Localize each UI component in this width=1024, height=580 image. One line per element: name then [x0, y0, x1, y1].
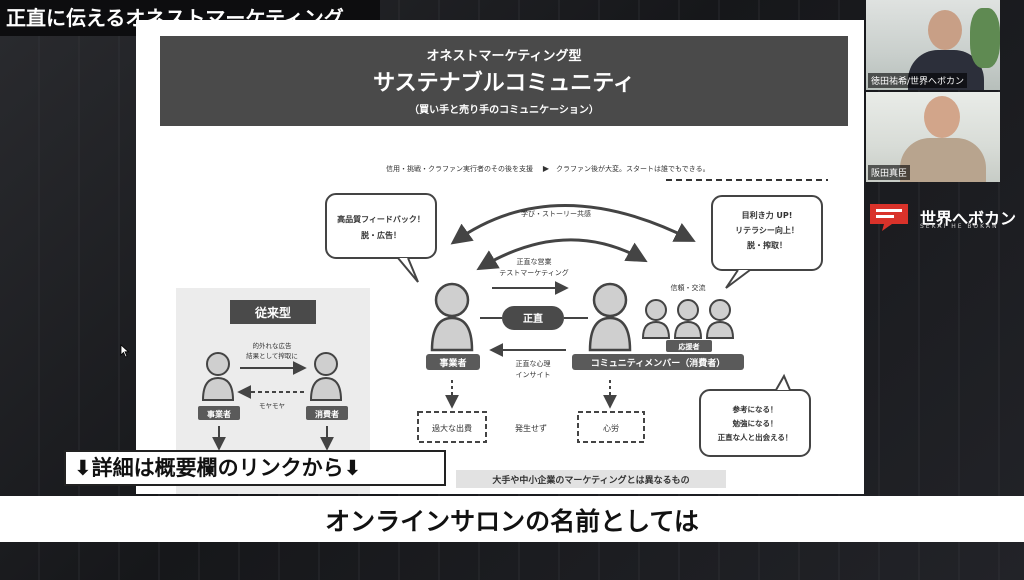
- member-person-icon: [588, 282, 632, 352]
- link-banner: ⬇詳細は概要欄のリンクから⬇: [64, 450, 446, 486]
- participant-name-1: 徳田祐希/世界へボカン: [868, 73, 968, 88]
- caption-band: [0, 496, 1024, 542]
- brand-logo: 世界へボカン SEKAI HE BOKAN: [868, 200, 1018, 232]
- legacy-consumer-icon: [309, 352, 343, 401]
- box-left: [417, 411, 487, 443]
- legacy-title: 従来型: [254, 305, 291, 320]
- brand-logo-icon: [870, 204, 908, 231]
- mouse-cursor-icon: [120, 344, 130, 358]
- honest-label: 正直: [523, 312, 543, 325]
- top-note-right: クラファン後が大変。スタートは誰でもできる。: [556, 164, 710, 173]
- no-occur-text: 発生せず: [515, 423, 547, 433]
- arc-top-label: 学び・ストーリー共感: [521, 209, 591, 218]
- slide-header-large: サステナブルコミュニティ: [373, 70, 635, 96]
- box-right-text: 心労: [603, 423, 619, 433]
- slide-header-small: オネストマーケティング型: [427, 48, 582, 64]
- business-person-icon: [430, 282, 474, 352]
- legacy-arrow1-line1: 的外れな広告: [253, 341, 293, 350]
- box-right: [577, 411, 645, 443]
- trust-label: 信頼・交流: [671, 283, 706, 292]
- arc-arrow-inner: [476, 238, 648, 271]
- participant-panel: 徳田祐希/世界へボカン 阪田真臣: [866, 0, 1000, 190]
- top-note-arrow: ▶: [543, 164, 550, 173]
- bubble-bottom: [699, 389, 811, 457]
- slide-header-sub: （買い手と売り手のコミュニケーション）: [409, 103, 599, 116]
- insight-label1: 正直な心理: [516, 359, 551, 368]
- bubble-right: [711, 195, 823, 271]
- business-label: 事業者: [439, 357, 466, 369]
- participant-video-1[interactable]: 徳田祐希/世界へボカン: [866, 0, 1000, 90]
- legacy-arrow1-line2: 結果として搾取に: [246, 351, 298, 360]
- bubble-bottom-tail: [775, 373, 791, 391]
- honest-pill: [502, 306, 564, 330]
- slide-footer: 大手や中小企業のマーケティングとは異なるもの: [492, 474, 689, 486]
- participant-name-2: 阪田真臣: [868, 165, 911, 180]
- bubble-bottom-line1: 参考になる！: [733, 404, 778, 414]
- bubble-left-line2: 脱・広告！: [361, 230, 401, 240]
- bubble-left: [325, 193, 437, 259]
- box-left-text: 過大な出費: [432, 423, 472, 433]
- bubble-right-line1: 目利き力 UP!: [742, 210, 793, 220]
- arrow-mid-label2: テストマーケティング: [499, 268, 568, 277]
- member-label-bg: [572, 354, 744, 370]
- caption-text: オンラインサロンの名前としては: [325, 507, 699, 536]
- member-label: コミュニティメンバー（消費者）: [591, 357, 725, 369]
- avatar: [928, 10, 962, 50]
- bubble-left-tail: [397, 257, 419, 283]
- legacy-business-icon: [201, 352, 235, 401]
- avatar: [924, 96, 960, 138]
- plant-decoration: [970, 8, 1000, 68]
- business-label-bg: [426, 354, 480, 370]
- bubble-bottom-line2: 勉強になる！: [732, 418, 778, 428]
- legacy-business-bg: [198, 406, 240, 420]
- participant-video-2[interactable]: 阪田真臣: [866, 92, 1000, 182]
- legacy-consumer-bg: [306, 406, 348, 420]
- bubble-right-line3: 脱・搾取！: [747, 240, 787, 250]
- supporters-icon: [641, 299, 735, 339]
- supporters-label: 応援者: [679, 342, 700, 351]
- legacy-title-bg: [230, 300, 316, 324]
- presentation-slide: オネストマーケティング型 サステナブルコミュニティ （買い手と売り手のコミュニケ…: [136, 20, 864, 494]
- arrow-mid-label1: 正直な営業: [517, 257, 552, 266]
- bubble-right-tail: [725, 269, 751, 289]
- legacy-consumer: 消費者: [315, 409, 339, 419]
- legacy-business: 事業者: [207, 409, 231, 419]
- bubble-right-line2: リテラシー向上！: [735, 225, 799, 235]
- slide-footer-bg: [456, 470, 726, 488]
- bubble-left-line1: 高品質フィードバック！: [337, 214, 425, 224]
- arc-arrow-top: [450, 204, 696, 245]
- brand-logo-text: 世界へボカン: [920, 209, 1017, 228]
- avatar-body: [900, 138, 986, 182]
- top-note-left: 信用・挑戦・クラファン実行者のその後を支援: [386, 164, 533, 173]
- legacy-arrow2: モヤモヤ: [259, 402, 285, 410]
- supporters-label-bg: [666, 340, 712, 352]
- slide-header: [160, 36, 848, 126]
- brand-logo-subtext: SEKAI HE BOKAN: [920, 223, 999, 230]
- insight-label2: インサイト: [516, 371, 551, 379]
- bubble-bottom-line3: 正直な人と出会える！: [718, 432, 793, 442]
- slide-diagram: オネストマーケティング型 サステナブルコミュニティ （買い手と売り手のコミュニケ…: [160, 36, 848, 494]
